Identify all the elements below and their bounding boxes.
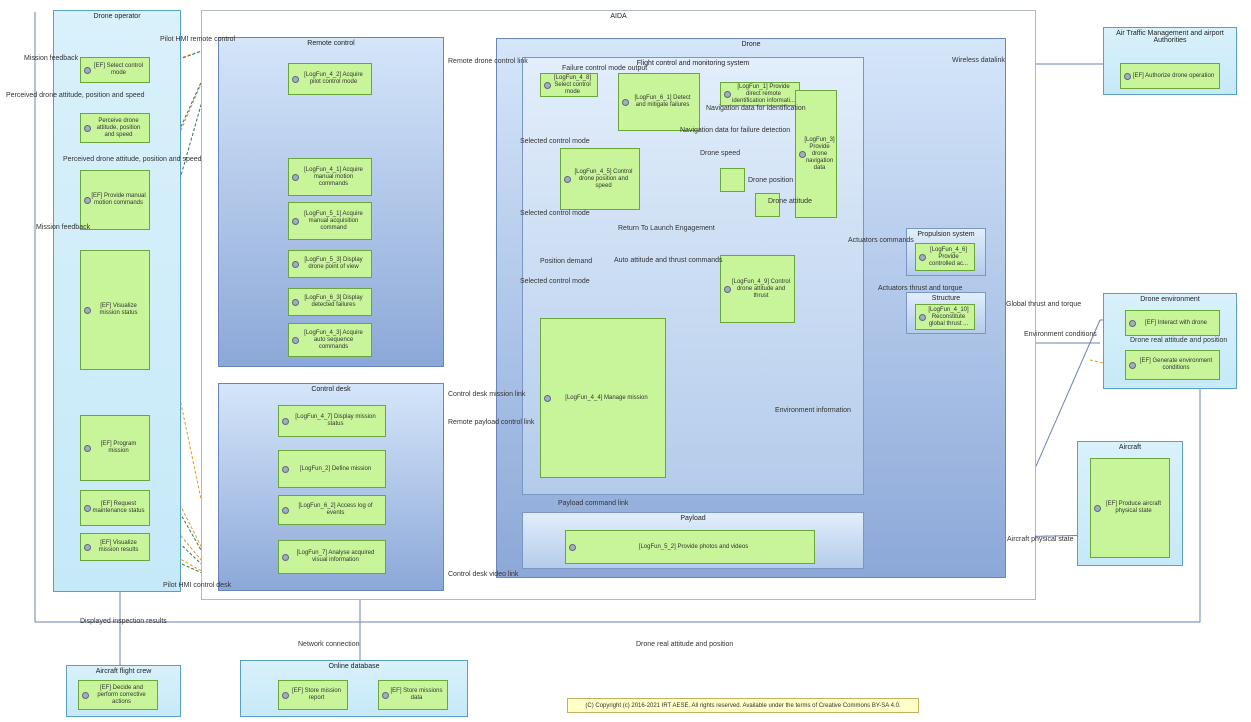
air-traffic-title: Air Traffic Management and airport Autho… bbox=[1116, 30, 1224, 44]
fn-reconstitute-thrust[interactable]: [LogFun_4_10] Reconstitute global thrust… bbox=[915, 304, 975, 330]
link-remote-drone: Remote drone control link bbox=[448, 58, 528, 65]
fn-acquire-manual-motion[interactable]: [LogFun_4_1] Acquire manual motion comma… bbox=[288, 158, 372, 196]
fn-display-mission-status[interactable]: [LogFun_4_7] Display mission status bbox=[278, 405, 386, 437]
fn-visualize-mission-results[interactable]: [EF] Visualize mission results bbox=[80, 533, 150, 561]
link-wireless-datalink: Wireless datalink bbox=[952, 57, 1005, 64]
fn-acquire-manual-acq[interactable]: [LogFun_5_1] Acquire manual acquisition … bbox=[288, 202, 372, 240]
fn-control-position-speed[interactable]: [LogFun_4_5] Control drone position and … bbox=[560, 148, 640, 210]
label-drone-attitude: Drone attitude bbox=[768, 198, 812, 205]
label-return-to-launch: Return To Launch Engagement bbox=[618, 225, 715, 232]
label-auto-attitude-thrust: Auto attitude and thrust commands bbox=[614, 257, 723, 264]
label-nav-data-id: Navigation data for identification bbox=[706, 105, 806, 112]
fn-interact-with-drone[interactable]: [EF] Interact with drone bbox=[1125, 310, 1220, 336]
label-mission-feedback: Mission feedback bbox=[24, 55, 79, 62]
label-drone-speed: Drone speed bbox=[700, 150, 741, 157]
fn-provide-nav-data[interactable]: [LogFun_3] Provide drone navigation data bbox=[795, 90, 837, 218]
flight-control-title: Flight control and monitoring system bbox=[636, 60, 750, 67]
label-drone-position: Drone position bbox=[748, 177, 794, 184]
fn-select-control-mode-drone[interactable]: [LogFun_4_8] Select control mode bbox=[540, 73, 598, 97]
fn-store-missions-data[interactable]: [EF] Store missions data bbox=[378, 680, 448, 710]
fn-decide-corrective[interactable]: [EF] Decide and perform corrective actio… bbox=[78, 680, 158, 710]
fn-provide-direct-id[interactable]: [LogFun_1] Provide direct remote identif… bbox=[720, 82, 800, 106]
propulsion-title: Propulsion system bbox=[917, 231, 975, 238]
copyright-note: (C) Copyright (c) 2016-2021 IRT AESE. Al… bbox=[567, 698, 919, 713]
label-environment-info: Environment information bbox=[775, 407, 851, 414]
label-displayed-inspection: Displayed inspection results bbox=[80, 618, 167, 625]
fn-visualize-mission-status[interactable]: [EF] Visualize mission status bbox=[80, 250, 150, 370]
fn-select-control-mode[interactable]: [EF] Select control mode bbox=[80, 57, 150, 83]
label-mission-feedback-2: Mission feedback bbox=[36, 224, 91, 231]
link-pilot-hmi-remote: Pilot HMI remote control bbox=[160, 36, 236, 43]
fn-acquire-pilot-mode[interactable]: [LogFun_4_2] Acquire pilot control mode bbox=[288, 63, 372, 95]
fn-request-maintenance[interactable]: [EF] Request maintenance status bbox=[80, 490, 150, 526]
fn-manage-mission[interactable]: [LogFun_4_4] Manage mission bbox=[540, 318, 666, 478]
aida-title: AIDA bbox=[610, 13, 627, 20]
structure-title: Structure bbox=[931, 295, 961, 302]
control-desk-title: Control desk bbox=[311, 386, 351, 393]
fn-control-attitude[interactable]: [LogFun_4_9] Control drone attitude and … bbox=[720, 255, 795, 323]
fn-authorize-operation[interactable]: [EF] Authorize drone operation bbox=[1120, 63, 1220, 89]
aircraft-title: Aircraft bbox=[1118, 444, 1142, 451]
fn-perceive-drone[interactable]: Perceive drone attitude, position and sp… bbox=[80, 113, 150, 143]
label-actuators-commands: Actuators commands bbox=[848, 237, 914, 244]
fn-provide-photos[interactable]: [LogFun_5_2] Provide photos and videos bbox=[565, 530, 815, 564]
fn-analyse-visual[interactable]: [LogFun_7] Analyse acquired visual infor… bbox=[278, 540, 386, 574]
fn-generate-env[interactable]: [EF] Generate environment conditions bbox=[1125, 350, 1220, 380]
label-nav-data-failure: Navigation data for failure detection bbox=[680, 127, 791, 134]
remote-control-title: Remote control bbox=[307, 40, 355, 47]
label-perceived-attitude: Perceived drone attitude, position and s… bbox=[6, 92, 145, 99]
link-control-desk-video: Control desk video link bbox=[448, 571, 519, 578]
fn-define-mission[interactable]: [LogFun_2] Define mission bbox=[278, 450, 386, 488]
fn-access-log[interactable]: [LogFun_6_2] Access log of events bbox=[278, 495, 386, 525]
payload-title: Payload bbox=[680, 515, 706, 522]
label-perceived-attitude-2: Perceived drone attitude, position and s… bbox=[63, 156, 202, 163]
link-payload-command: Payload command link bbox=[558, 500, 629, 507]
link-pilot-hmi-desk: Pilot HMI control desk bbox=[163, 582, 232, 589]
link-remote-payload: Remote payload control link bbox=[448, 419, 535, 426]
drone-title: Drone bbox=[741, 41, 761, 48]
label-real-attitude-position: Drone real attitude and position bbox=[1130, 337, 1228, 344]
mux-block-attitude bbox=[755, 193, 780, 217]
label-real-attitude-position-2: Drone real attitude and position bbox=[636, 641, 734, 648]
link-aircraft-physical: Aircraft physical state bbox=[1007, 536, 1074, 543]
fn-store-mission-report[interactable]: [EF] Store mission report bbox=[278, 680, 348, 710]
label-selected-mode-2: Selected control mode bbox=[520, 210, 590, 217]
link-network-connection: Network connection bbox=[298, 641, 360, 648]
drone-operator-title: Drone operator bbox=[93, 13, 141, 20]
fn-display-drone-pov[interactable]: [LogFun_5_3] Display drone point of view bbox=[288, 250, 372, 278]
aircraft-flight-crew-title: Aircraft flight crew bbox=[95, 668, 152, 675]
label-selected-mode-3: Selected control mode bbox=[520, 278, 590, 285]
fn-produce-aircraft-state[interactable]: [EF] Produce aircraft physical state bbox=[1090, 458, 1170, 558]
label-global-thrust: Global thrust and torque bbox=[1006, 301, 1082, 308]
online-database-title: Online database bbox=[328, 663, 380, 670]
fn-program-mission[interactable]: [EF] Program mission bbox=[80, 415, 150, 481]
label-environment-conditions: Environment conditions bbox=[1024, 331, 1097, 338]
label-position-demand: Position demand bbox=[540, 258, 593, 265]
fn-detect-failures[interactable]: [LogFun_6_1] Detect and mitigate failure… bbox=[618, 73, 700, 131]
mux-block-position bbox=[720, 168, 745, 192]
fn-provide-manual-motion[interactable]: [EF] Provide manual motion commands bbox=[80, 170, 150, 230]
fn-display-failures[interactable]: [LogFun_6_3] Display detected failures bbox=[288, 288, 372, 316]
link-control-desk-mission: Control desk mission link bbox=[448, 391, 526, 398]
label-failure-mode-output: Failure control mode output bbox=[562, 65, 648, 72]
fn-provide-controlled[interactable]: [LogFun_4_6] Provide controlled ac... bbox=[915, 243, 975, 271]
label-selected-mode-1: Selected control mode bbox=[520, 138, 590, 145]
label-actuators-thrust: Actuators thrust and torque bbox=[878, 285, 963, 292]
fn-acquire-auto-seq[interactable]: [LogFun_4_3] Acquire auto sequence comma… bbox=[288, 323, 372, 357]
drone-environment-title: Drone environment bbox=[1140, 296, 1200, 303]
